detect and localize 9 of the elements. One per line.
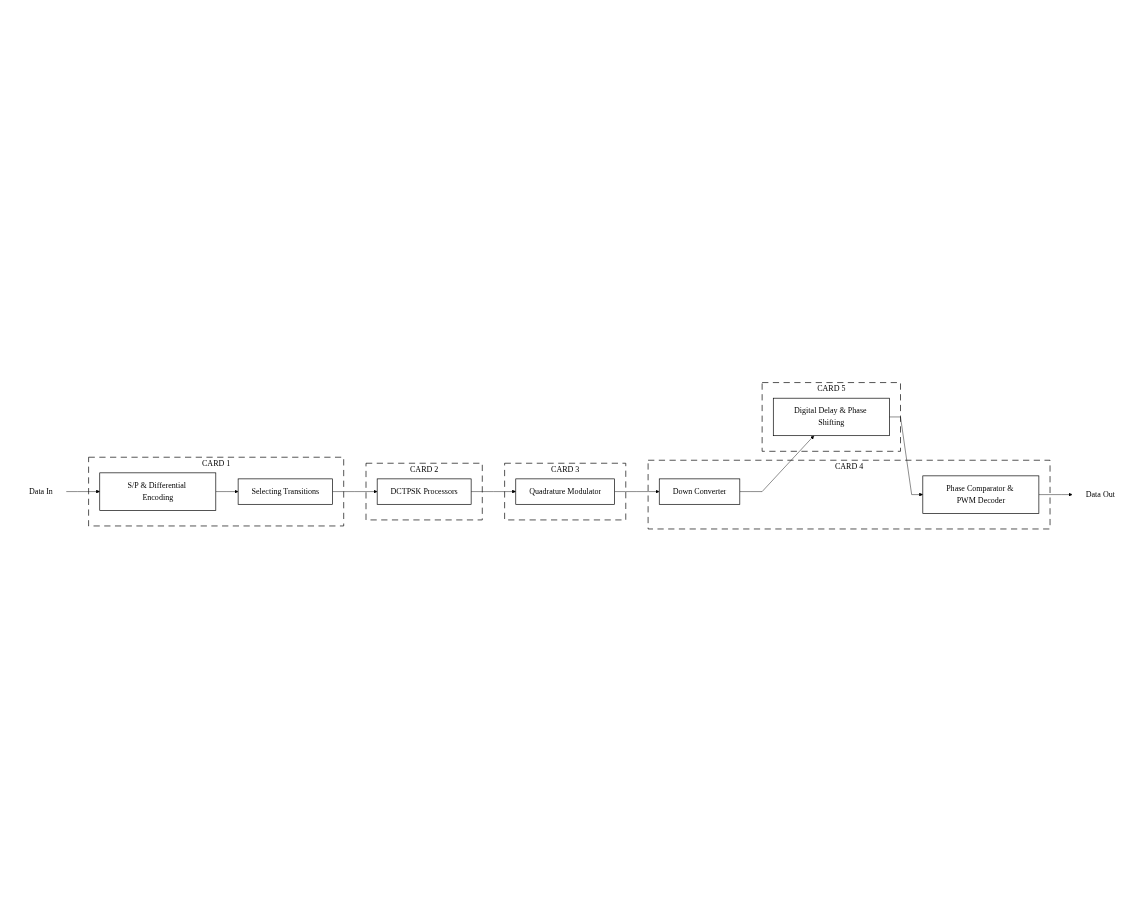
node-box: Quadrature Modulator	[515, 478, 615, 505]
node-box: Phase Comparator & PWM Decoder	[922, 475, 1040, 514]
node-text: Data Out	[1085, 490, 1115, 500]
node-box: S/P & Differential Encoding	[99, 472, 217, 511]
node-box: DCTPSK Processors	[376, 478, 472, 505]
node-box: Selecting Transitions	[237, 478, 333, 505]
node-box: Down Converter	[658, 478, 741, 505]
node-text: Data In	[29, 487, 53, 497]
node-box: Digital Delay & Phase Shifting	[772, 398, 890, 437]
